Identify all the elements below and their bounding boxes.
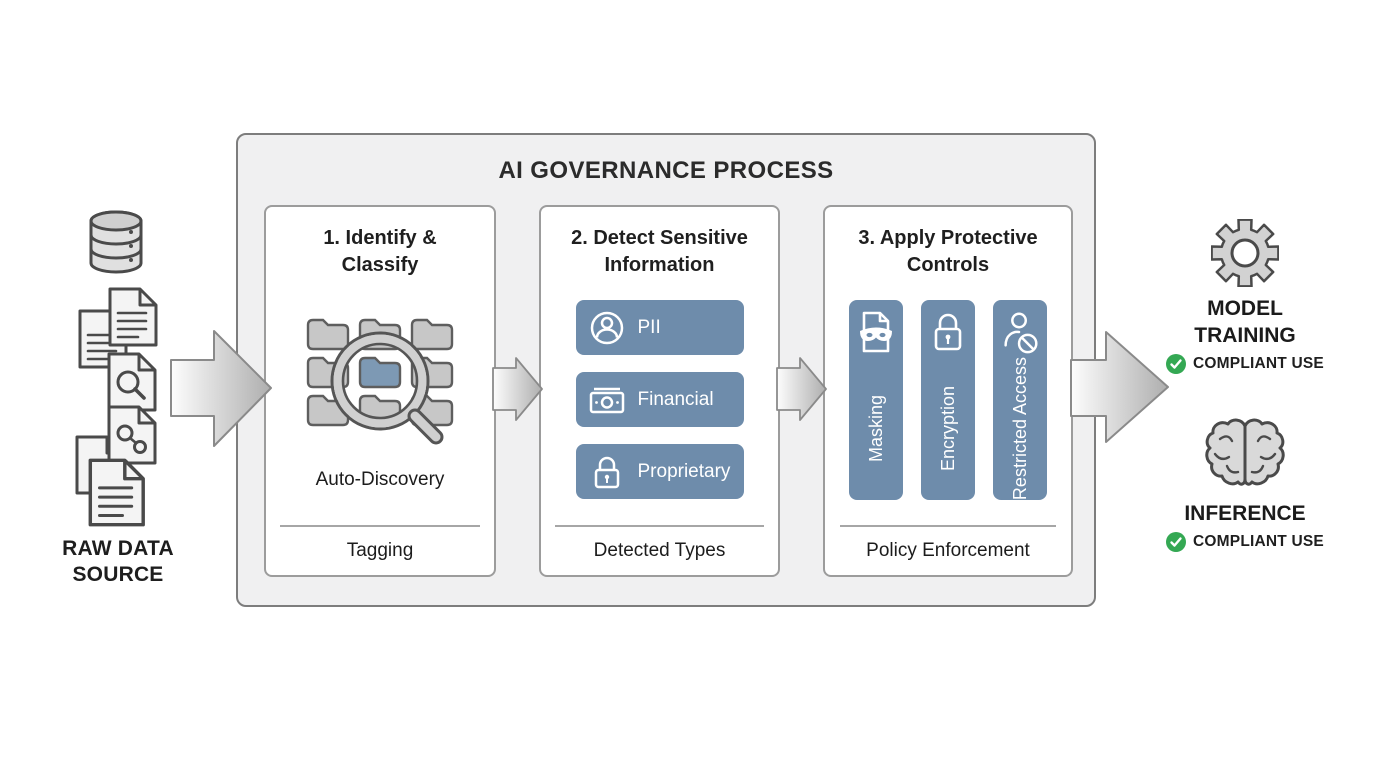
step1-to-step2-arrow-icon (492, 357, 543, 421)
compliance-badge-label: COMPLIANT USE (1193, 533, 1324, 550)
step-body-label: Auto-Discovery (315, 469, 445, 490)
output-label: MODEL TRAINING (1194, 297, 1296, 347)
divider (839, 525, 1057, 527)
masked-document-icon (860, 311, 892, 353)
padlock-icon (934, 313, 962, 351)
user-blocked-icon (1004, 312, 1038, 354)
output-inference: INFERENCE COMPLIANT USE (1145, 414, 1345, 552)
output-arrow-icon (1070, 331, 1169, 443)
tag-label: Proprietary (637, 460, 731, 482)
step-title: 2. Detect Sensitive Information (571, 227, 748, 276)
divider (279, 525, 481, 527)
step2-to-step3-arrow-icon (776, 357, 827, 421)
tag-pii: PII (575, 300, 744, 355)
step-title: 3. Apply Protective Controls (858, 227, 1038, 276)
tag-financial: Financial (575, 372, 744, 427)
check-circle-icon (1166, 532, 1187, 552)
step-footer: Tagging (266, 525, 494, 575)
step-card-protective-controls: 3. Apply Protective Controls Masking (823, 205, 1073, 577)
compliance-badge-label: COMPLIANT USE (1193, 355, 1324, 372)
divider (555, 525, 764, 527)
output-label: INFERENCE (1184, 502, 1306, 525)
raw-data-source-icons (75, 210, 158, 527)
folder-grid-magnifier-icon (306, 318, 454, 445)
control-label: Restricted Access (1009, 356, 1030, 500)
control-encryption: Encryption (921, 300, 975, 500)
padlock-icon (594, 456, 619, 488)
detected-type-list: PII Financial (575, 300, 744, 499)
output-model-training: MODEL TRAINING COMPLIANT USE (1145, 219, 1345, 374)
step-footer: Detected Types (541, 525, 778, 575)
control-bar-list: Masking Encryption (849, 300, 1047, 500)
database-icon (89, 210, 143, 274)
step-footer-label: Detected Types (593, 540, 726, 561)
step-footer-label: Tagging (346, 540, 414, 561)
control-label: Masking (865, 394, 886, 463)
step-title: 1. Identify & Classify (323, 227, 437, 276)
user-circle-icon (590, 311, 623, 344)
step-footer-label: Policy Enforcement (866, 540, 1030, 561)
control-label: Encryption (937, 385, 958, 472)
governance-process-panel: AI GOVERNANCE PROCESS 1. Identify & Clas… (236, 133, 1096, 607)
compliance-badge: COMPLIANT USE (1145, 354, 1345, 374)
tag-label: Financial (637, 388, 714, 410)
panel-title: AI GOVERNANCE PROCESS (498, 157, 834, 184)
step-footer: Policy Enforcement (825, 525, 1071, 575)
raw-data-source-label: RAW DATA SOURCE (62, 537, 174, 586)
brain-icon (1205, 418, 1285, 486)
banknote-icon (589, 387, 624, 413)
tag-proprietary: Proprietary (575, 444, 744, 499)
document-stack-icon (75, 287, 158, 527)
gear-icon (1211, 219, 1279, 287)
control-masking: Masking (849, 300, 903, 500)
compliance-badge: COMPLIANT USE (1145, 532, 1345, 552)
step-card-detect-sensitive: 2. Detect Sensitive Information PII (539, 205, 780, 577)
step-card-identify-classify: 1. Identify & Classify Auto-Discovery (264, 205, 496, 577)
check-circle-icon (1166, 354, 1187, 374)
input-arrow-icon (170, 330, 272, 447)
control-restricted-access: Restricted Access (993, 300, 1047, 500)
tag-label: PII (637, 316, 661, 338)
